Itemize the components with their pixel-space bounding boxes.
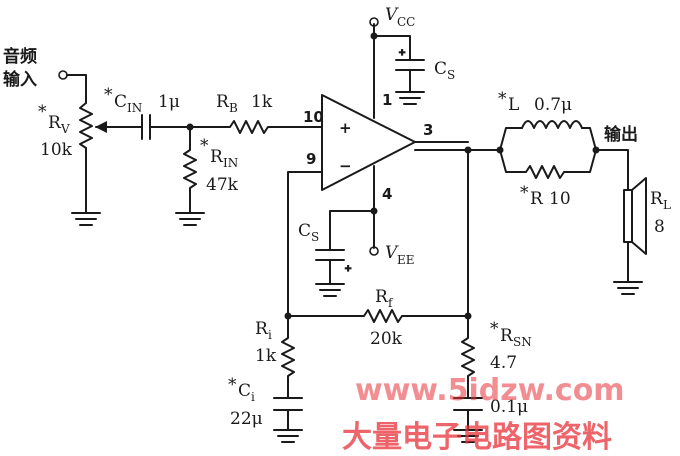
rl-value: 8: [654, 217, 665, 237]
audio-input-terminal: [58, 70, 68, 80]
cin-sub-label: IN: [127, 101, 142, 115]
rin-sub-label: IN: [223, 156, 238, 170]
ri-resistor: [281, 315, 295, 399]
rv-value: 10k: [40, 140, 73, 160]
rsn-label: R: [500, 326, 514, 346]
rin-label: R: [210, 147, 224, 167]
ri-label: R: [255, 319, 269, 339]
pin-4-label: 4: [382, 185, 392, 203]
input-wire: [66, 74, 87, 104]
cin-star: *: [104, 85, 113, 105]
vcc-sub-label: CC: [397, 15, 415, 29]
rf-resistor: [287, 309, 469, 323]
rsn-star: *: [490, 319, 499, 339]
csn-ground-icon: [453, 429, 483, 443]
rv-wiper-arrow-icon: [95, 121, 107, 133]
cs-top-label: C: [434, 59, 447, 79]
speaker-body: [623, 189, 633, 243]
vee-label: V: [385, 243, 399, 263]
rb-sub-label: B: [229, 101, 238, 115]
vcc-label: V: [385, 5, 399, 25]
cs-bottom-wire: [329, 210, 375, 251]
rsn-value: 4.7: [490, 353, 517, 373]
rin-ground-icon: [175, 212, 205, 226]
damping-resistor: [499, 149, 597, 179]
r-value: 10: [549, 189, 571, 209]
watermark-url: www.5idzw.com: [355, 373, 625, 408]
vcc-terminal: [369, 17, 379, 27]
cs-top-plus: +: [399, 47, 405, 59]
vee-sub-label: EE: [397, 253, 415, 267]
l-label: L: [508, 95, 519, 115]
cs-bottom-sub-label: S: [311, 230, 319, 244]
audio-input-label-line1: 音频: [3, 46, 37, 67]
rv-label: R: [48, 113, 62, 133]
inverting-input-wire: [287, 171, 323, 317]
cs-top-ground-icon: [395, 91, 425, 105]
r-label: R: [530, 189, 544, 209]
ci-value: 22μ: [230, 409, 263, 429]
audio-input-label-line2: 输入: [3, 69, 37, 90]
ci-sub-label: i: [251, 390, 255, 404]
pin-10-label: 10: [303, 108, 324, 126]
rb-value: 1k: [251, 92, 273, 112]
rv-sub-label: V: [60, 122, 70, 136]
speaker-wire: [595, 149, 629, 191]
op-amp-plus-sign: +: [339, 119, 352, 137]
op-amp-minus-sign: −: [339, 157, 352, 175]
pin-9-label: 9: [306, 150, 316, 168]
l-star: *: [498, 89, 507, 109]
ri-sub-label: i: [268, 328, 272, 342]
rsn-sub-label: SN: [513, 335, 532, 349]
cs-bottom-capacitor: [315, 249, 345, 261]
ri-value: 1k: [255, 346, 277, 366]
inductor-right-wire: [581, 127, 597, 151]
rv-ground-icon: [71, 212, 101, 226]
cin-label: C: [114, 92, 127, 112]
ci-star: *: [228, 375, 237, 395]
ci-label: C: [238, 381, 251, 401]
rsn-resistor: [461, 315, 475, 399]
l-value: 0.7μ: [534, 95, 572, 115]
cin-capacitor: [132, 114, 191, 140]
speaker-ground-icon: [613, 281, 643, 295]
ci-ground-icon: [273, 429, 303, 443]
watermark-text: 大量电子电路图资料: [342, 420, 612, 455]
rv-potentiometer: [79, 102, 93, 149]
pin-3-label: 3: [423, 121, 433, 139]
rl-label: R: [650, 189, 664, 209]
rv-star: *: [38, 102, 47, 122]
cin-value: 1μ: [158, 92, 180, 112]
cs-top-capacitor: [395, 59, 425, 71]
rl-sub-label: L: [663, 198, 671, 212]
csn-value: 0.1μ: [490, 397, 528, 417]
op-amp: [321, 94, 416, 191]
rin-star: *: [200, 136, 209, 156]
r-star: *: [520, 183, 529, 203]
rf-sub-label: f: [388, 296, 394, 310]
rb-resistor: [189, 120, 323, 134]
cs-bottom-plus: +: [345, 263, 351, 275]
rf-label: R: [375, 287, 389, 307]
vee-terminal: [369, 246, 379, 256]
cs-bottom-ground-icon: [315, 283, 345, 297]
cs-top-wire: [373, 35, 411, 61]
pin-1-label: 1: [382, 91, 392, 109]
rb-label: R: [216, 92, 230, 112]
ci-capacitor: [273, 397, 303, 411]
inductor-coil: [521, 120, 583, 129]
rin-resistor: [183, 126, 197, 214]
speaker-cone-icon: [631, 177, 647, 255]
rf-value: 20k: [370, 329, 403, 349]
cs-top-sub-label: S: [447, 68, 455, 82]
cs-bottom-label: C: [298, 221, 311, 241]
inductor-left-wire: [499, 127, 523, 151]
rin-value: 47k: [206, 175, 239, 195]
output-label: 输出: [604, 124, 638, 145]
